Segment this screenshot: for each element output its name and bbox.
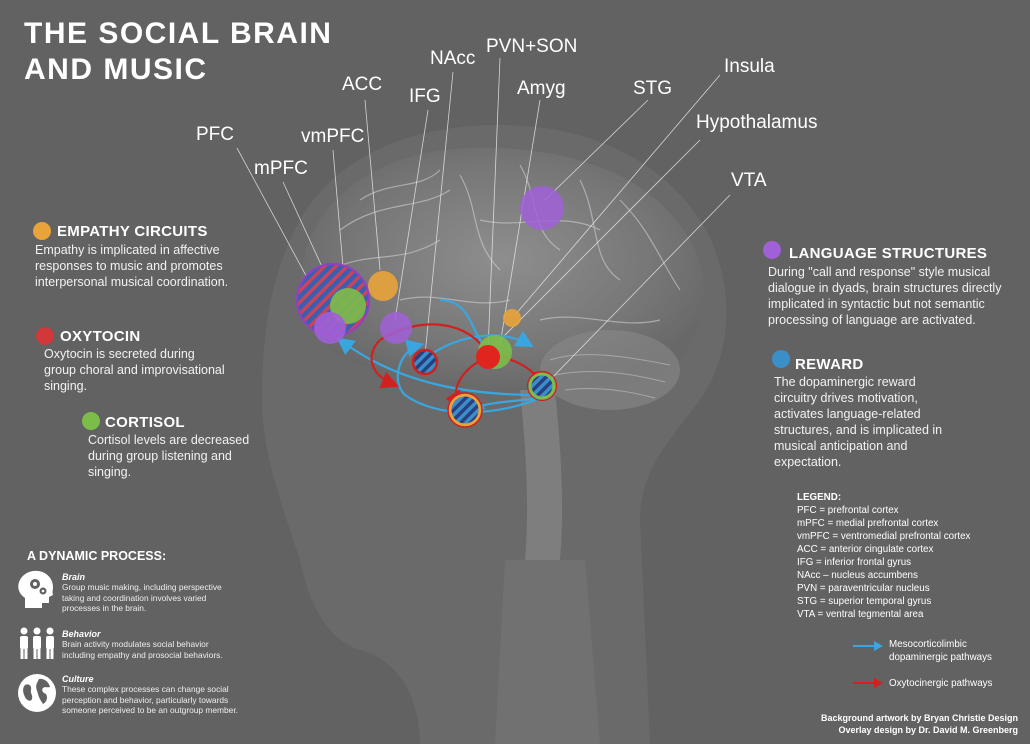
dynamic-behavior-item: Behavior Brain activity modulates social… bbox=[62, 629, 223, 660]
label-vta: VTA bbox=[731, 170, 767, 191]
people-group-icon bbox=[20, 627, 54, 659]
oxytocinergic-pathway-line: Oxytocinergic pathways bbox=[889, 678, 993, 689]
label-insula: Insula bbox=[724, 56, 775, 77]
oxytocin-text: Oxytocin is secreted during group choral… bbox=[44, 346, 225, 394]
cortisol-heading: CORTISOL bbox=[105, 414, 185, 431]
dynamic-culture-text: These complex processes can change socia… bbox=[62, 684, 238, 716]
title-line-2: AND MUSIC bbox=[24, 53, 208, 86]
label-nacc: NAcc bbox=[430, 48, 476, 69]
dynamic-behavior-line: including empathy and prosocial behavior… bbox=[62, 649, 223, 660]
language-text-line: During "call and response" style musical bbox=[768, 265, 991, 279]
language-dot bbox=[763, 241, 781, 259]
dopaminergic-arrow-icon bbox=[853, 641, 883, 651]
reward-text-line: musical anticipation and bbox=[774, 439, 908, 453]
oxytocin-text-line: group choral and improvisational bbox=[44, 363, 225, 377]
dopaminergic-pathway-line: Mesocorticolimbic bbox=[889, 639, 967, 650]
cortisol-text: Cortisol levels are decreased during gro… bbox=[88, 432, 249, 480]
page-title: THE SOCIAL BRAIN AND MUSIC bbox=[24, 16, 332, 88]
reward-text-line: activates language-related bbox=[774, 407, 921, 421]
empathy-text: Empathy is implicated in affective respo… bbox=[35, 242, 228, 290]
reward-text-line: structures, and is implicated in bbox=[774, 423, 943, 437]
legend-entry: IFG = inferior frontal gyrus bbox=[797, 557, 912, 568]
dynamic-culture-line: These complex processes can change socia… bbox=[62, 684, 229, 694]
dynamic-brain-line: processes in the brain. bbox=[62, 603, 147, 613]
empathy-dot bbox=[33, 222, 51, 240]
label-vmpfc: vmPFC bbox=[301, 126, 365, 147]
dynamic-brain-title: Brain bbox=[62, 572, 86, 582]
dynamic-behavior-title: Behavior bbox=[62, 629, 101, 639]
label-pvn-son: PVN+SON bbox=[486, 36, 578, 57]
legend-entry: VTA = ventral tegmental area bbox=[797, 609, 924, 620]
label-amyg: Amyg bbox=[517, 78, 566, 99]
empathy-text-line: Empathy is implicated in affective bbox=[35, 243, 220, 257]
dynamic-brain-line: taking and coordination involves varied bbox=[62, 592, 207, 603]
dynamic-culture-item: Culture These complex processes can chan… bbox=[62, 674, 238, 716]
empathy-heading: EMPATHY CIRCUITS bbox=[57, 223, 208, 240]
globe-icon bbox=[18, 674, 56, 712]
label-ifg: IFG bbox=[409, 86, 441, 107]
reward-text-line: circuitry drives motivation, bbox=[774, 391, 918, 405]
language-text-line: processing of language are activated. bbox=[768, 313, 976, 327]
reward-text-line: The dopaminergic reward bbox=[774, 375, 916, 389]
label-stg: STG bbox=[633, 78, 673, 99]
dynamic-culture-line: perception and behavior, particularly to… bbox=[62, 694, 229, 705]
language-heading: LANGUAGE STRUCTURES bbox=[789, 245, 988, 262]
dynamic-culture-title: Culture bbox=[62, 674, 94, 684]
oxytocin-dot bbox=[36, 327, 54, 345]
dynamic-culture-line: someone perceived to be an outgroup memb… bbox=[62, 705, 238, 715]
dynamic-brain-text: Group music making, including perspectiv… bbox=[62, 582, 222, 614]
credit-artwork: Background artwork by Bryan Christie Des… bbox=[820, 713, 1018, 723]
cortisol-text-line: Cortisol levels are decreased bbox=[88, 433, 250, 447]
legend-entry: mPFC = medial prefrontal cortex bbox=[797, 518, 939, 529]
brain-gears-icon bbox=[18, 570, 53, 608]
dynamic-behavior-line: Brain activity modulates social behavior bbox=[62, 639, 209, 649]
label-mpfc: mPFC bbox=[254, 158, 308, 179]
oxytocinergic-pathway-label: Oxytocinergic pathways bbox=[889, 677, 992, 690]
legend-heading: LEGEND: bbox=[797, 492, 842, 503]
dopaminergic-pathway-line: dopaminergic pathways bbox=[889, 652, 992, 663]
language-text-line: implicated in syntactic but not semantic bbox=[768, 297, 985, 311]
legend: LEGEND: PFC = prefrontal cortex mPFC = m… bbox=[797, 491, 970, 621]
dynamic-brain-item: Brain Group music making, including pers… bbox=[62, 572, 222, 614]
empathy-text-line: interpersonal musical coordination. bbox=[35, 275, 229, 289]
oxytocinergic-arrow-icon bbox=[853, 678, 883, 688]
legend-entry: vmPFC = ventromedial prefrontal cortex bbox=[797, 531, 971, 542]
legend-entry: PVN = paraventricular nucleus bbox=[797, 583, 930, 594]
title-line-1: THE SOCIAL BRAIN bbox=[24, 17, 333, 50]
label-pfc: PFC bbox=[196, 124, 234, 145]
credit-overlay: Overlay design by Dr. David M. Greenberg bbox=[838, 725, 1018, 735]
oxytocin-text-line: singing. bbox=[44, 379, 88, 393]
reward-text-line: expectation. bbox=[774, 455, 842, 469]
dynamic-process-heading: A DYNAMIC PROCESS: bbox=[27, 549, 167, 563]
dynamic-behavior-text: Brain activity modulates social behavior… bbox=[62, 639, 223, 660]
cortisol-dot bbox=[82, 412, 100, 430]
cortisol-text-line: during group listening and bbox=[88, 449, 232, 463]
language-text-line: dialogue in dyads, brain structures dire… bbox=[768, 281, 1002, 295]
reward-heading: REWARD bbox=[795, 356, 864, 373]
reward-dot bbox=[772, 350, 790, 368]
reward-text: The dopaminergic reward circuitry drives… bbox=[774, 374, 942, 470]
empathy-text-line: responses to music and promotes bbox=[35, 259, 223, 273]
dopaminergic-pathway-label: Mesocorticolimbic dopaminergic pathways bbox=[889, 638, 992, 664]
oxytocin-text-line: Oxytocin is secreted during bbox=[44, 347, 195, 361]
label-acc: ACC bbox=[342, 74, 383, 95]
legend-entry: NAcc – nucleus accumbens bbox=[797, 570, 918, 581]
legend-entry: STG = superior temporal gyrus bbox=[797, 596, 932, 607]
oxytocin-heading: OXYTOCIN bbox=[60, 328, 141, 345]
legend-entry: PFC = prefrontal cortex bbox=[797, 505, 899, 516]
legend-entry: ACC = anterior cingulate cortex bbox=[797, 544, 934, 555]
language-text: During "call and response" style musical… bbox=[768, 264, 1001, 328]
label-hypothalamus: Hypothalamus bbox=[696, 112, 818, 133]
dynamic-brain-line: Group music making, including perspectiv… bbox=[62, 582, 222, 592]
cortisol-text-line: singing. bbox=[88, 465, 132, 479]
